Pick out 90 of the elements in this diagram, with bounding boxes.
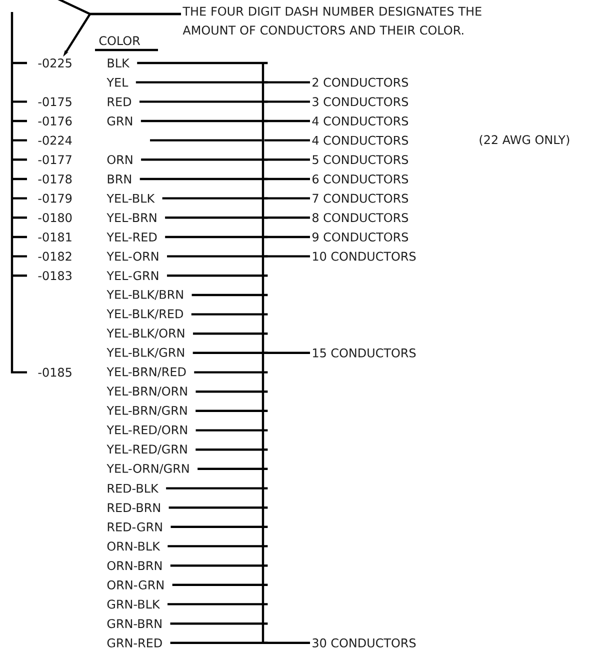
color-code: YEL-RED/GRN — [106, 444, 187, 455]
wire-line — [168, 545, 268, 548]
color-code: GRN-BLK — [107, 600, 160, 609]
color-code: ORN-BLK — [107, 542, 160, 551]
dash-number: -0224 — [38, 136, 72, 145]
wire-line — [192, 332, 268, 335]
wire-line — [196, 410, 268, 412]
color-code: YEL-RED — [106, 232, 157, 242]
color-code: YEL-BLK/GRN — [106, 348, 184, 358]
color-code: YEL-BRN/GRN — [106, 406, 187, 416]
dash-number: -0181 — [38, 232, 72, 242]
color-code: RED — [108, 97, 132, 106]
wire-line — [264, 81, 310, 84]
note-text: THE FOUR DIGIT DASH NUMBER DESIGNATES THE AMOUNT OF CONDUCTORS AND THEIR COLOR. — [182, 6, 482, 35]
wire-line — [168, 603, 268, 606]
wire-line — [196, 448, 268, 451]
color-code: YEL-ORN/GRN — [106, 464, 189, 474]
color-code: YEL-BRN — [106, 213, 156, 222]
dash-number: -0177 — [38, 155, 72, 164]
wire-line — [137, 62, 268, 64]
column-heading: COLOR — [99, 36, 140, 46]
color-code: ORN-BRN — [107, 561, 162, 570]
conductor-count: 15 CONDUCTORS — [313, 348, 416, 358]
color-code: ORN-GRN — [107, 580, 164, 590]
dash-number: -0178 — [38, 174, 72, 184]
wire-line — [264, 139, 310, 142]
conductor-count: 9 CONDUCTORS — [312, 232, 408, 242]
dash-number: -0182 — [38, 252, 72, 261]
color-code: BLK — [108, 58, 130, 68]
conductor-count: 4 CONDUCTORS — [312, 116, 408, 126]
color-code: RED-GRN — [108, 522, 162, 532]
dash-number: -0176 — [38, 116, 72, 126]
wire-line — [264, 352, 310, 354]
color-code: YEL-BLK — [106, 194, 155, 203]
wire-line — [264, 255, 310, 258]
conductor-count: 8 CONDUCTORS — [312, 213, 408, 222]
color-code: GRN-RED — [107, 638, 162, 648]
wire-line — [196, 429, 268, 432]
conductor-count: 3 CONDUCTORS — [312, 97, 408, 106]
wire-line — [166, 487, 268, 490]
conductor-count: 4 CONDUCTORS — [312, 136, 408, 145]
conductor-count: 5 CONDUCTORS — [312, 155, 408, 164]
wire-line — [198, 468, 268, 470]
wire-line — [264, 197, 310, 200]
wire-line — [170, 564, 268, 567]
side-note: (22 AWG ONLY) — [480, 135, 570, 146]
bus-line — [262, 62, 264, 644]
color-code: YEL-BLK/ORN — [106, 328, 184, 339]
wire-line — [168, 506, 268, 509]
color-code: RED-BLK — [108, 484, 159, 493]
color-code: YEL — [106, 78, 128, 87]
wire-line — [264, 158, 310, 161]
wire-line — [264, 100, 310, 103]
color-code: GRN — [107, 116, 132, 126]
wire-line — [264, 120, 310, 122]
wire-line — [192, 294, 268, 296]
wire-line — [170, 622, 268, 625]
color-code: YEL-BRN/RED — [106, 367, 186, 378]
conductor-count: 2 CONDUCTORS — [312, 78, 408, 87]
wire-line — [150, 139, 262, 142]
color-code: RED-BRN — [108, 503, 160, 512]
conductor-count: 30 CONDUCTORS — [312, 638, 416, 648]
wire-line — [264, 236, 310, 238]
color-code: YEL-BRN/ORN — [106, 386, 187, 397]
dash-number: -0183 — [38, 271, 72, 280]
wire-line — [172, 584, 268, 586]
dash-number: -0180 — [38, 213, 72, 222]
color-code: ORN — [107, 155, 132, 164]
conductor-count: 10 CONDUCTORS — [313, 252, 416, 261]
wire-line — [191, 313, 268, 316]
wire-line — [166, 274, 268, 277]
color-code: YEL-RED/ORN — [106, 425, 187, 436]
color-code: YEL-GRN — [106, 271, 158, 280]
wire-line — [264, 216, 310, 219]
wire-line — [170, 526, 268, 528]
color-code: YEL-BLK/BRN — [106, 290, 183, 300]
dash-number: -0175 — [38, 97, 72, 106]
wire-line — [264, 178, 310, 180]
conductor-count: 7 CONDUCTORS — [312, 194, 408, 203]
conductor-count: 6 CONDUCTORS — [312, 174, 408, 184]
wire-line — [194, 371, 268, 374]
color-code: BRN — [108, 174, 131, 184]
color-code: GRN-BRN — [107, 619, 162, 628]
wire-line — [196, 390, 268, 393]
wire-line — [264, 642, 310, 644]
dash-number: -0225 — [38, 58, 72, 68]
dash-number: -0185 — [38, 368, 72, 377]
color-code: YEL-BLK/RED — [106, 309, 183, 320]
dash-number: -0179 — [38, 194, 72, 203]
color-code: YEL-ORN — [106, 252, 158, 261]
